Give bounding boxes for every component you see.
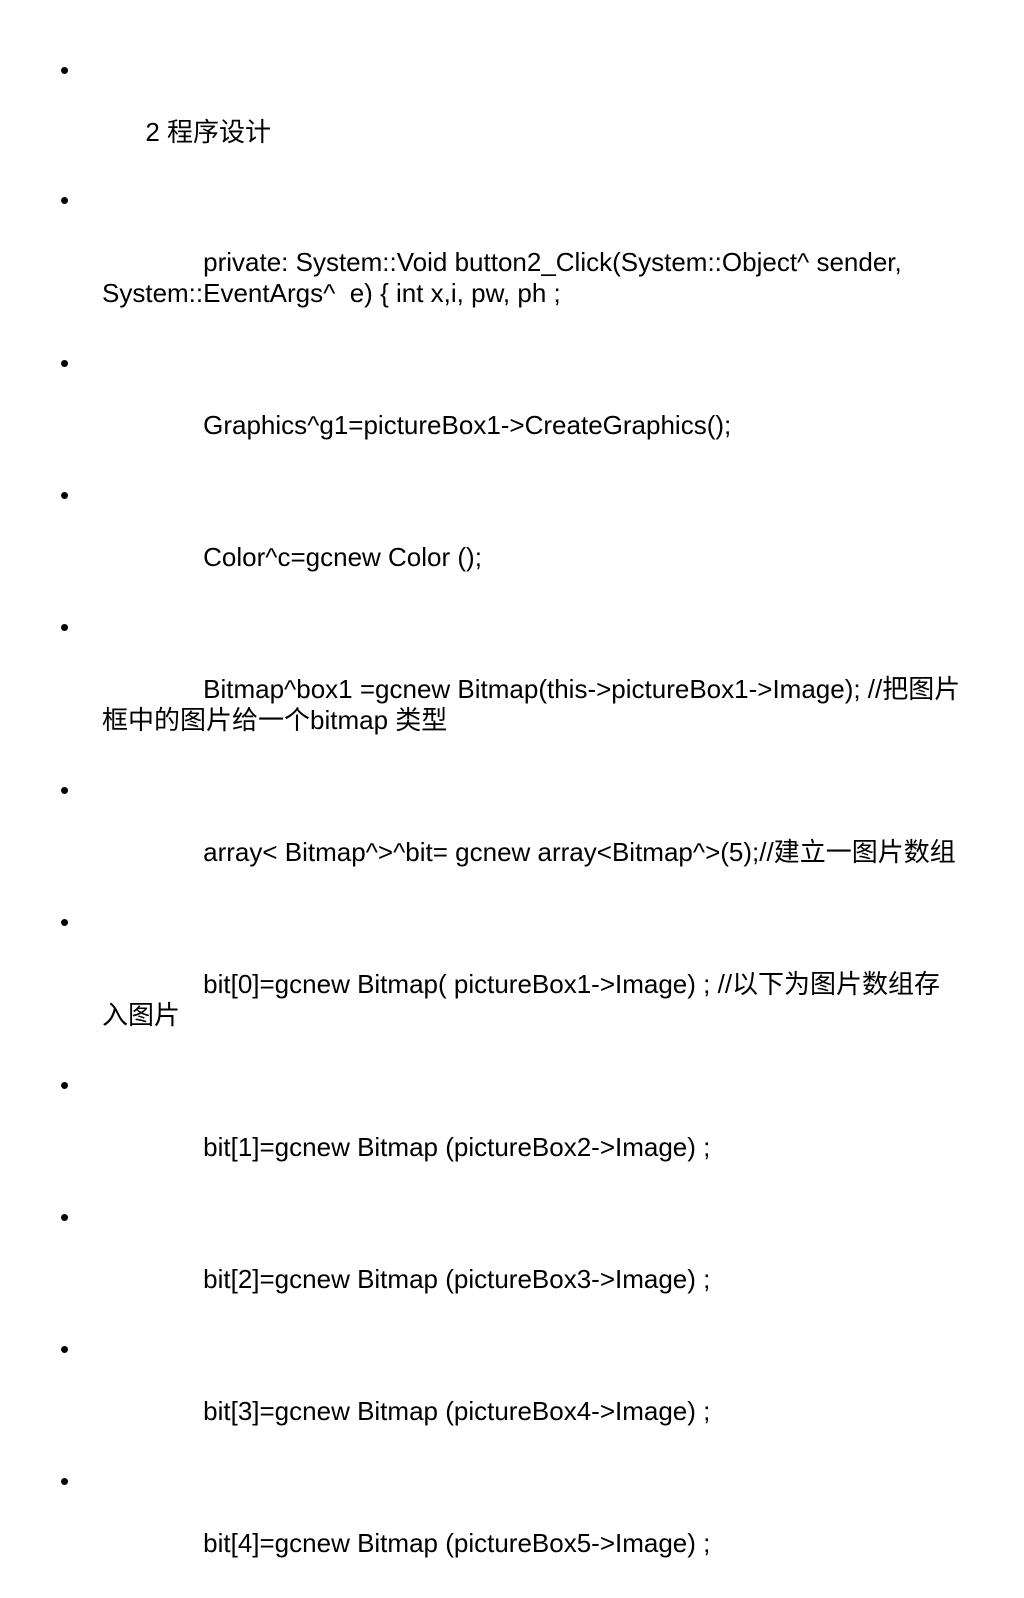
bullet-text: bit[1]=gcnew Bitmap (pictureBox2->Image)… <box>145 1132 711 1162</box>
bullet-dot-icon: • <box>60 1334 70 1364</box>
bullet-item-heading: • 2 程序设计 <box>60 55 965 179</box>
bullet-list: • 2 程序设计 • private: System::Void button2… <box>60 55 965 1598</box>
bullet-dot-icon: • <box>60 348 70 378</box>
bullet-item-bit-4: • bit[4]=gcnew Bitmap (pictureBox5->Imag… <box>60 1466 965 1590</box>
bullet-item-bit-1: • bit[1]=gcnew Bitmap (pictureBox2->Imag… <box>60 1070 965 1194</box>
bullet-item-color: • Color^c=gcnew Color (); <box>60 480 965 604</box>
bullet-dot-icon: • <box>60 1202 70 1232</box>
bullet-dot-icon: • <box>60 480 70 510</box>
bullet-text: Color^c=gcnew Color (); <box>145 542 482 572</box>
bullet-item-graphics: • Graphics^g1=pictureBox1->CreateGraphic… <box>60 348 965 472</box>
bullet-text: 2 程序设计 <box>145 117 272 147</box>
bullet-text: array< Bitmap^>^bit= gcnew array<Bitmap^… <box>145 837 956 867</box>
bullet-item-bit-2: • bit[2]=gcnew Bitmap (pictureBox3->Imag… <box>60 1202 965 1326</box>
bullet-text: bit[2]=gcnew Bitmap (pictureBox3->Image)… <box>145 1264 711 1294</box>
bullet-text: Graphics^g1=pictureBox1->CreateGraphics(… <box>145 410 732 440</box>
bullet-dot-icon: • <box>60 612 70 642</box>
bullet-item-bit-0: • bit[0]=gcnew Bitmap( pictureBox1->Imag… <box>60 907 965 1062</box>
bullet-item-function-signature: • private: System::Void button2_Click(Sy… <box>60 185 965 340</box>
bullet-text: bit[3]=gcnew Bitmap (pictureBox4->Image)… <box>145 1396 711 1426</box>
bullet-text: Bitmap^box1 =gcnew Bitmap(this->pictureB… <box>102 674 961 735</box>
bullet-item-bitmap-box1: • Bitmap^box1 =gcnew Bitmap(this->pictur… <box>60 612 965 767</box>
bullet-dot-icon: • <box>60 1070 70 1100</box>
bullet-dot-icon: • <box>60 775 70 805</box>
bullet-dot-icon: • <box>60 185 70 215</box>
bullet-item-bit-3: • bit[3]=gcnew Bitmap (pictureBox4->Imag… <box>60 1334 965 1458</box>
bullet-text: bit[4]=gcnew Bitmap (pictureBox5->Image)… <box>145 1528 711 1558</box>
bullet-text: bit[0]=gcnew Bitmap( pictureBox1->Image)… <box>102 969 941 1030</box>
bullet-text: private: System::Void button2_Click(Syst… <box>102 247 909 308</box>
bullet-dot-icon: • <box>60 55 70 85</box>
bullet-item-array: • array< Bitmap^>^bit= gcnew array<Bitma… <box>60 775 965 899</box>
bullet-dot-icon: • <box>60 1466 70 1496</box>
slide: • 2 程序设计 • private: System::Void button2… <box>0 0 1024 1558</box>
bullet-dot-icon: • <box>60 907 70 937</box>
